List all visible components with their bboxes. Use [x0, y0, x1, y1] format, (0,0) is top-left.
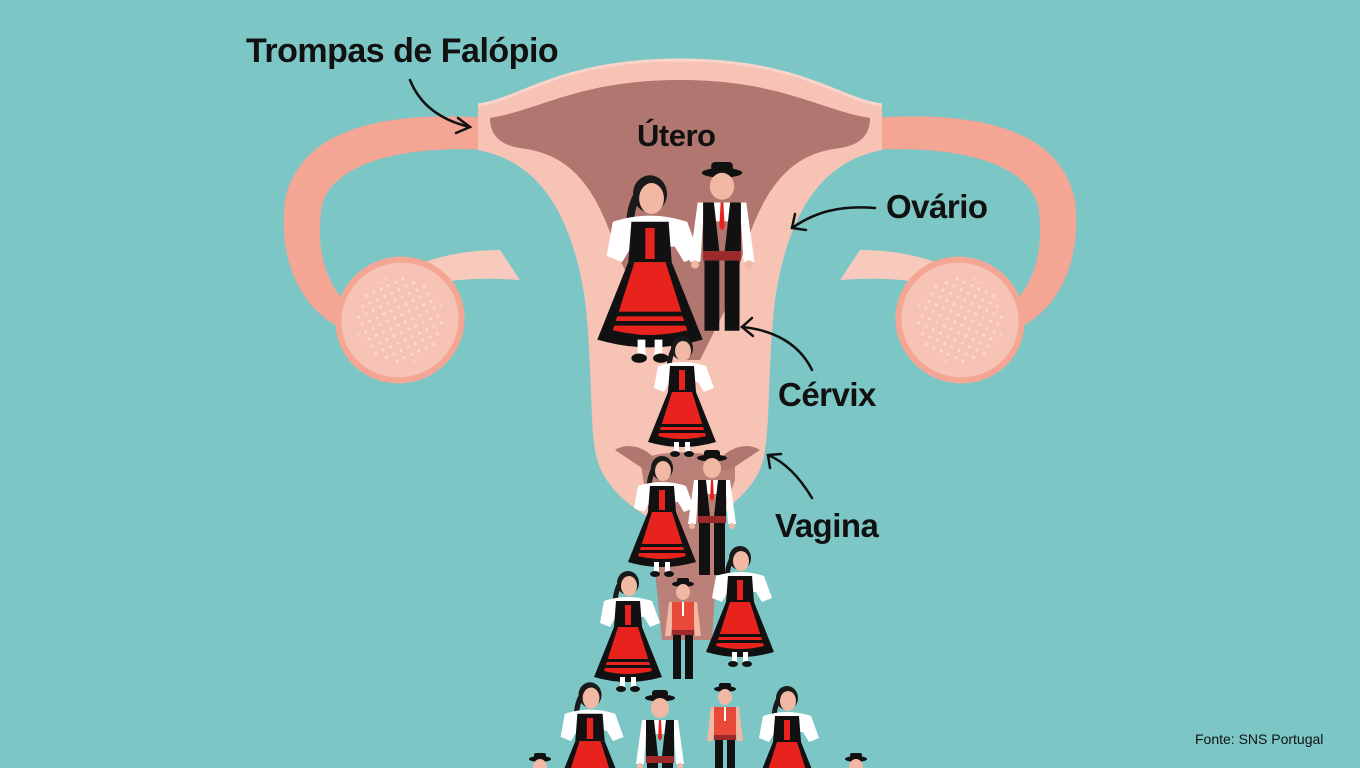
label-uterus: Útero	[637, 118, 716, 153]
arrow-ovario	[790, 206, 877, 230]
dancer-woman	[594, 571, 662, 692]
dancer-woman	[753, 686, 821, 768]
source-credit: Fonte: SNS Portugal	[1195, 731, 1324, 747]
fallopian-tube-left	[283, 116, 490, 330]
label-vagina: Vagina	[775, 507, 879, 544]
fallopian-tube-right	[870, 116, 1077, 330]
label-arrows	[408, 78, 877, 500]
dancer-man	[636, 690, 684, 768]
dancer-man	[522, 753, 558, 768]
label-fallopian-tubes: Trompas de Falópio	[246, 32, 559, 70]
label-cervix: Cérvix	[778, 376, 876, 413]
dancer-woman	[554, 682, 625, 768]
label-ovary: Ovário	[886, 188, 988, 225]
arrow-vagina	[766, 453, 814, 500]
arrow-trompas	[408, 78, 472, 129]
arrow-cervix	[740, 325, 814, 372]
dancer-man	[838, 753, 874, 768]
dancer-man	[707, 683, 743, 768]
